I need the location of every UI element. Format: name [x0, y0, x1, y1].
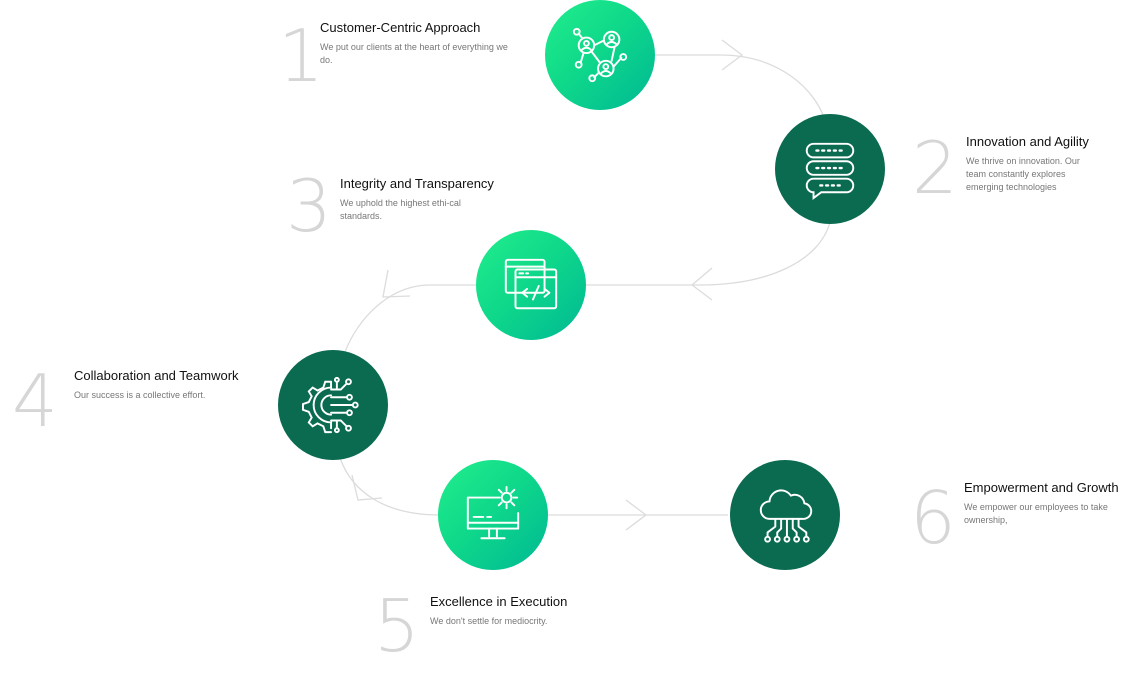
- arrow-1-2: [721, 39, 744, 71]
- cloud-network-icon: [759, 489, 813, 543]
- step-5-title: Excellence in Execution: [430, 594, 568, 609]
- step-6-node: [730, 460, 840, 570]
- step-6-description: We empower our employees to take ownersh…: [964, 502, 1108, 525]
- step-5-text: Excellence in Execution We don't settle …: [430, 594, 610, 628]
- step-1-description: We put our clients at the heart of every…: [320, 42, 508, 65]
- step-4-number: 4: [12, 359, 58, 443]
- code-window-icon: [504, 258, 558, 310]
- step-2-text: Innovation and Agility We thrive on inno…: [966, 134, 1096, 194]
- arrow-4-5: [351, 474, 383, 501]
- step-1-node: [545, 0, 655, 110]
- step-4-description: Our success is a collective effort.: [74, 390, 206, 400]
- step-3-title: Integrity and Transparency: [340, 176, 494, 191]
- step-4-node: [278, 350, 388, 460]
- step-5-number: 5: [374, 584, 420, 668]
- step-3-description: We uphold the highest ethi-cal standards…: [340, 198, 461, 221]
- step-5-description: We don't settle for mediocrity.: [430, 616, 548, 626]
- step-5-node: [438, 460, 548, 570]
- gear-circuit-icon: [302, 376, 359, 434]
- step-1-title: Customer-Centric Approach: [320, 20, 481, 35]
- connector-1-2: [655, 54, 826, 121]
- step-6-text: Empowerment and Growth We empower our em…: [964, 480, 1129, 527]
- arrow-2-3: [690, 267, 713, 301]
- arrow-5-6: [625, 499, 648, 531]
- step-1-text: Customer-Centric Approach We put our cli…: [320, 20, 516, 67]
- step-6-number: 6: [910, 476, 956, 560]
- step-1-number: 1: [278, 14, 324, 98]
- connector-3-4: [344, 284, 476, 353]
- step-4-title: Collaboration and Teamwork: [74, 368, 239, 383]
- step-3-node: [476, 230, 586, 340]
- step-3-text: Integrity and Transparency We uphold the…: [340, 176, 494, 223]
- connector-2-3: [585, 221, 831, 286]
- step-2-number: 2: [912, 126, 958, 210]
- step-2-node: [775, 114, 885, 224]
- step-2-title: Innovation and Agility: [966, 134, 1089, 149]
- step-3-number: 3: [286, 164, 332, 248]
- arrow-3-4: [382, 269, 411, 298]
- step-4-text: Collaboration and Teamwork Our success i…: [74, 368, 264, 402]
- network-people-icon: [572, 27, 628, 83]
- step-6-title: Empowerment and Growth: [964, 480, 1119, 495]
- monitor-gear-icon: [466, 485, 520, 540]
- step-2-description: We thrive on innovation. Our team consta…: [966, 156, 1080, 192]
- chat-bubble-icon: [805, 142, 855, 200]
